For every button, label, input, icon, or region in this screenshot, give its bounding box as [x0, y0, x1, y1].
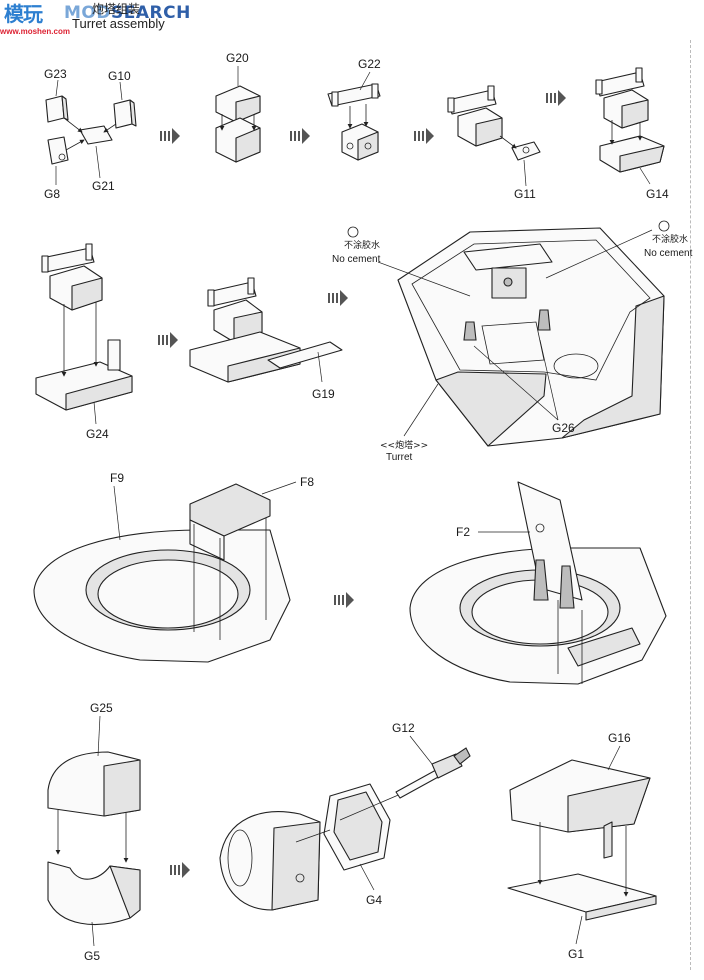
step-g11 [447, 85, 541, 187]
step-g19 [189, 277, 343, 383]
watermark-main: SEARCH [110, 3, 191, 23]
label-f2: F2 [456, 525, 470, 539]
label-g14: G14 [646, 187, 669, 201]
no-cement-note-left-cn: 不涂胶水 [344, 239, 380, 251]
step-g16-g1 [507, 745, 657, 945]
step-f2 [409, 481, 667, 685]
site-logo: 模玩 [4, 2, 43, 26]
step-g24 [35, 243, 133, 425]
label-g20: G20 [226, 51, 249, 65]
step-turret-g26 [347, 220, 670, 447]
label-g1: G1 [568, 947, 584, 961]
watermark-prefix: MOD [64, 3, 111, 23]
step-arrow-1 [160, 128, 180, 144]
section-title-cn: 炮塔组装 [92, 2, 141, 16]
step-arrow-8 [170, 862, 190, 878]
step-arrow-7 [334, 592, 354, 608]
section-title-en: Turret assembly [72, 16, 165, 31]
header: 模玩 www.moshen.com MODSEARCH 炮塔组装 Turret … [0, 0, 704, 40]
step-arrow-4 [546, 90, 566, 106]
step-g25-g5 [47, 715, 141, 947]
label-g21: G21 [92, 179, 115, 193]
page-edge-line [690, 40, 691, 970]
step-f9-f8 [33, 481, 297, 663]
label-g19: G19 [312, 387, 335, 401]
label-g25: G25 [90, 701, 113, 715]
label-g5: G5 [84, 949, 100, 963]
label-f9: F9 [110, 471, 124, 485]
label-f8: F8 [300, 475, 314, 489]
label-g11: G11 [514, 187, 536, 201]
no-cement-note-left-en: No cement [332, 254, 381, 265]
step-arrow-2 [290, 128, 310, 144]
step-g14 [595, 67, 665, 185]
label-g22: G22 [358, 57, 381, 71]
step-g22 [327, 71, 381, 161]
watermark-url: www.moshen.com [0, 27, 70, 36]
step-g20 [215, 66, 261, 163]
watermark-text: MODSEARCH [64, 3, 191, 23]
step-arrow-3 [414, 128, 434, 144]
step-arrow-5 [158, 332, 178, 348]
step-g12-g4 [219, 735, 471, 911]
label-g12: G12 [392, 721, 415, 735]
label-g8: G8 [44, 187, 60, 201]
label-g16: G16 [608, 731, 631, 745]
label-g4: G4 [366, 893, 382, 907]
step-arrow-6 [328, 290, 348, 306]
turret-label-cn: <<炮塔>> [380, 439, 428, 451]
label-g26: G26 [552, 421, 575, 435]
label-g23: G23 [44, 67, 67, 81]
no-cement-note-right-cn: 不涂胶水 [652, 233, 688, 245]
turret-label-en: Turret [386, 452, 413, 463]
label-g24: G24 [86, 427, 109, 441]
step-g23-g10-g8-g21 [45, 79, 137, 185]
no-cement-note-right-en: No cement [644, 248, 693, 259]
label-g10: G10 [108, 69, 131, 83]
